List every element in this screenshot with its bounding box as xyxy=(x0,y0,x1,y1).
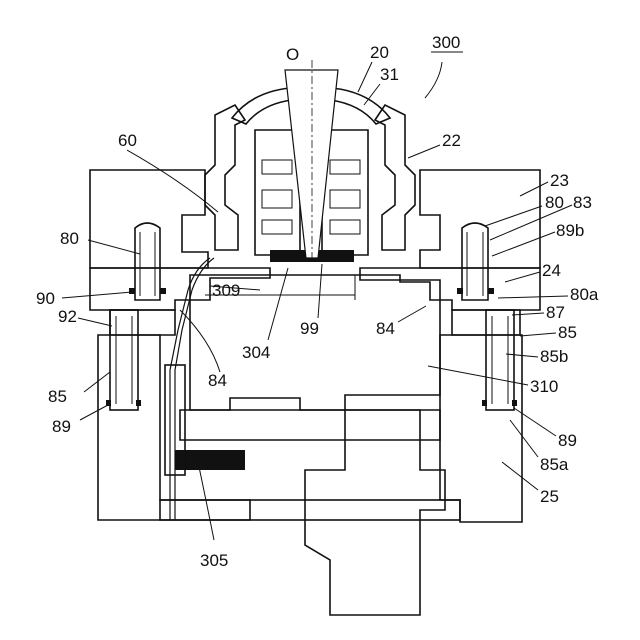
label-80a: 80a xyxy=(570,285,599,304)
label-25: 25 xyxy=(540,487,559,506)
label-85-left: 85 xyxy=(48,387,67,406)
label-22: 22 xyxy=(442,131,461,150)
label-99: 99 xyxy=(300,319,319,338)
label-310: 310 xyxy=(530,377,558,396)
label-89-right: 89 xyxy=(558,431,577,450)
label-304: 304 xyxy=(242,343,270,362)
label-23: 23 xyxy=(550,171,569,190)
label-80-right: 80 xyxy=(545,193,564,212)
label-87: 87 xyxy=(546,303,565,322)
label-84-right: 84 xyxy=(376,319,395,338)
label-85b: 85b xyxy=(540,347,568,366)
right-lower-bolt xyxy=(486,310,514,410)
o-rings xyxy=(106,288,517,406)
lower-board xyxy=(165,365,440,475)
label-85-right: 85 xyxy=(558,323,577,342)
lower-housing xyxy=(98,335,522,522)
label-24: 24 xyxy=(542,261,561,280)
label-60: 60 xyxy=(118,131,137,150)
label-89b: 89b xyxy=(556,221,584,240)
label-309: 309 xyxy=(212,281,240,300)
right-bolt xyxy=(462,223,488,300)
label-20: 20 xyxy=(370,43,389,62)
figure-number: 300 xyxy=(432,33,460,52)
label-85a: 85a xyxy=(540,455,569,474)
optical-axis-label: O xyxy=(286,45,299,64)
label-305: 305 xyxy=(200,551,228,570)
label-90: 90 xyxy=(36,289,55,308)
label-92: 92 xyxy=(58,307,77,326)
label-80-left: 80 xyxy=(60,229,79,248)
left-lower-bolt xyxy=(110,310,138,410)
right-upper-block xyxy=(420,170,540,268)
label-83: 83 xyxy=(573,193,592,212)
label-31: 31 xyxy=(380,65,399,84)
left-upper-block xyxy=(90,170,208,268)
label-84-left: 84 xyxy=(208,371,227,390)
left-bolt xyxy=(135,223,160,300)
label-89-left: 89 xyxy=(52,417,71,436)
base-plate xyxy=(160,500,460,520)
